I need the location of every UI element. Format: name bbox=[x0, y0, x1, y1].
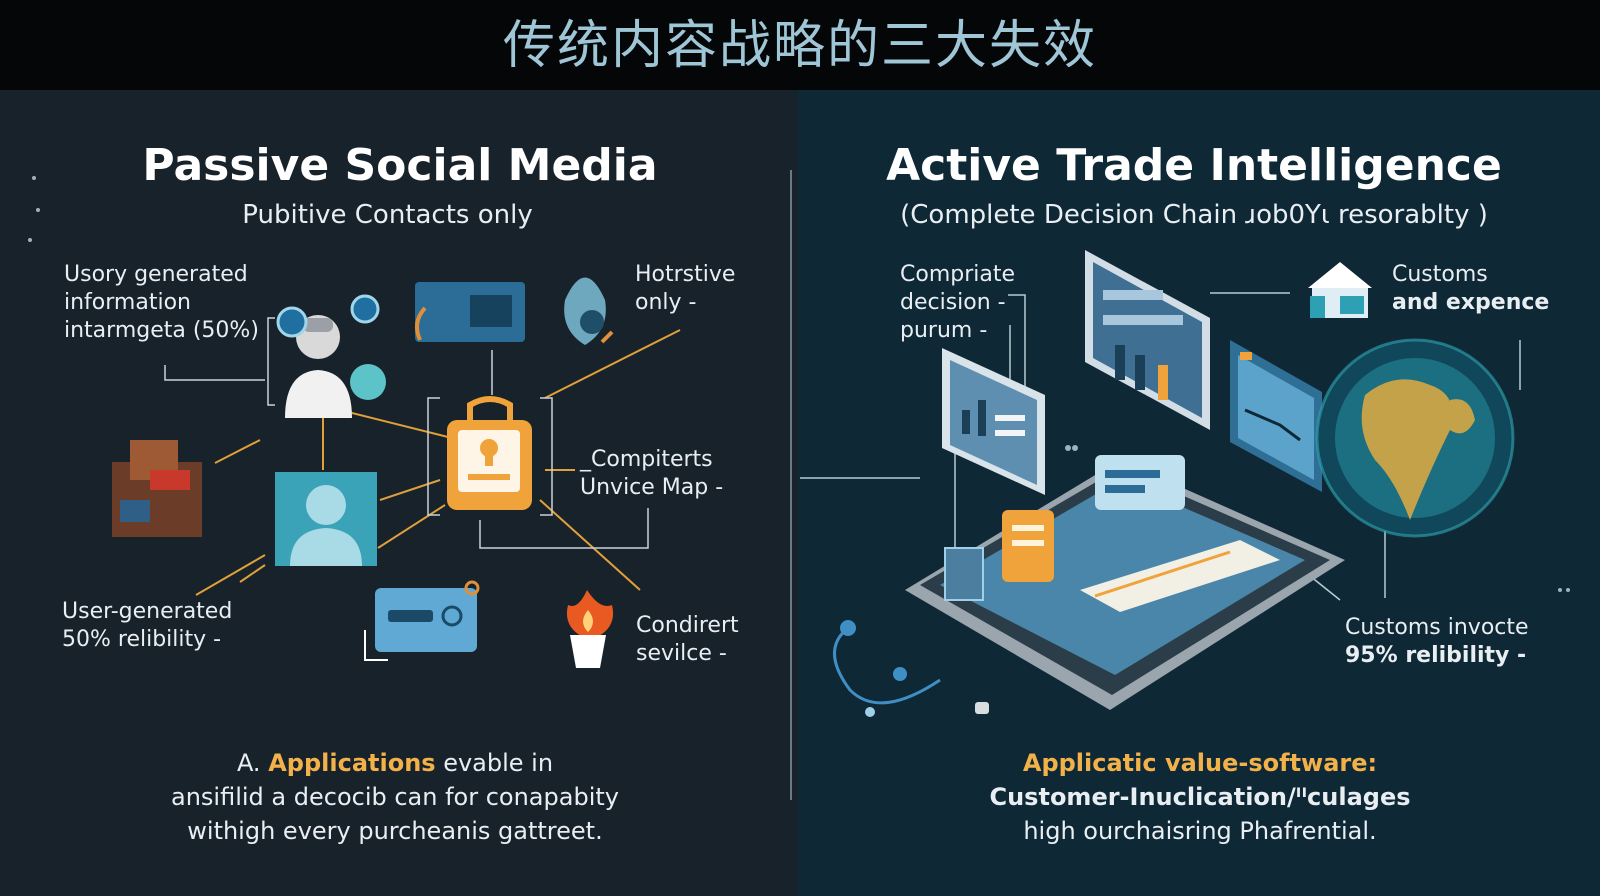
boxes-icon bbox=[112, 440, 202, 537]
fire-icon bbox=[566, 590, 614, 668]
label-customs-expence: Customs and expence bbox=[1392, 262, 1550, 315]
left-panel-subtitle: Pubitive Contacts only bbox=[242, 200, 533, 230]
left-bottom-summary: A. Applications evable in ansifilid a de… bbox=[171, 749, 619, 845]
dotted-cable bbox=[833, 620, 941, 717]
label-hotrstive: Hotrstive only - bbox=[635, 262, 736, 315]
left-panel-title: Passive Social Media bbox=[142, 140, 658, 191]
analytics-screen-icon bbox=[1085, 250, 1210, 430]
right-bottom-summary: Applicatic value-software: Customer-Inuc… bbox=[989, 749, 1411, 845]
label-compriate-decision: Compriate decision - purum - bbox=[900, 262, 1016, 343]
profile-avatar-icon bbox=[275, 472, 377, 566]
right-panel-subtitle: (Complete Decision Chain ɹob0Yι resorabl… bbox=[900, 200, 1488, 230]
decorative-dots bbox=[28, 176, 1570, 714]
smartphone-illustration bbox=[905, 455, 1345, 710]
house-icon bbox=[1308, 262, 1372, 318]
person-headset-icon bbox=[276, 294, 386, 418]
globe-icon bbox=[1315, 338, 1515, 538]
label-compiterts-map: _Compiterts Unvice Map - bbox=[580, 447, 724, 500]
label-user-generated-reliability: User-generated 50% relibility - bbox=[62, 599, 233, 652]
title-bar bbox=[0, 0, 1600, 90]
right-panel-title: Active Trade Intelligence bbox=[886, 140, 1502, 191]
card-key-icon bbox=[364, 580, 480, 661]
document-tablet-icon bbox=[414, 282, 525, 342]
label-customs-invoice-reliability: Customs invocte 95% relibility - bbox=[1345, 615, 1529, 668]
page-title: 传统内容战略的三大失效 bbox=[502, 16, 1097, 76]
lock-bag-icon bbox=[447, 396, 532, 510]
dashboard-monitor-icon bbox=[942, 348, 1045, 495]
label-condirert-sevilce: Condirert sevilce - bbox=[636, 613, 739, 666]
heart-handshake-icon bbox=[564, 277, 614, 345]
chart-panel-icon bbox=[1230, 340, 1322, 492]
label-user-generated-info: Usory generated information intarmgeta (… bbox=[64, 262, 259, 343]
left-bracket-lines bbox=[164, 317, 649, 549]
summary-highlight: Applications bbox=[268, 749, 436, 777]
center-divider bbox=[790, 170, 792, 800]
